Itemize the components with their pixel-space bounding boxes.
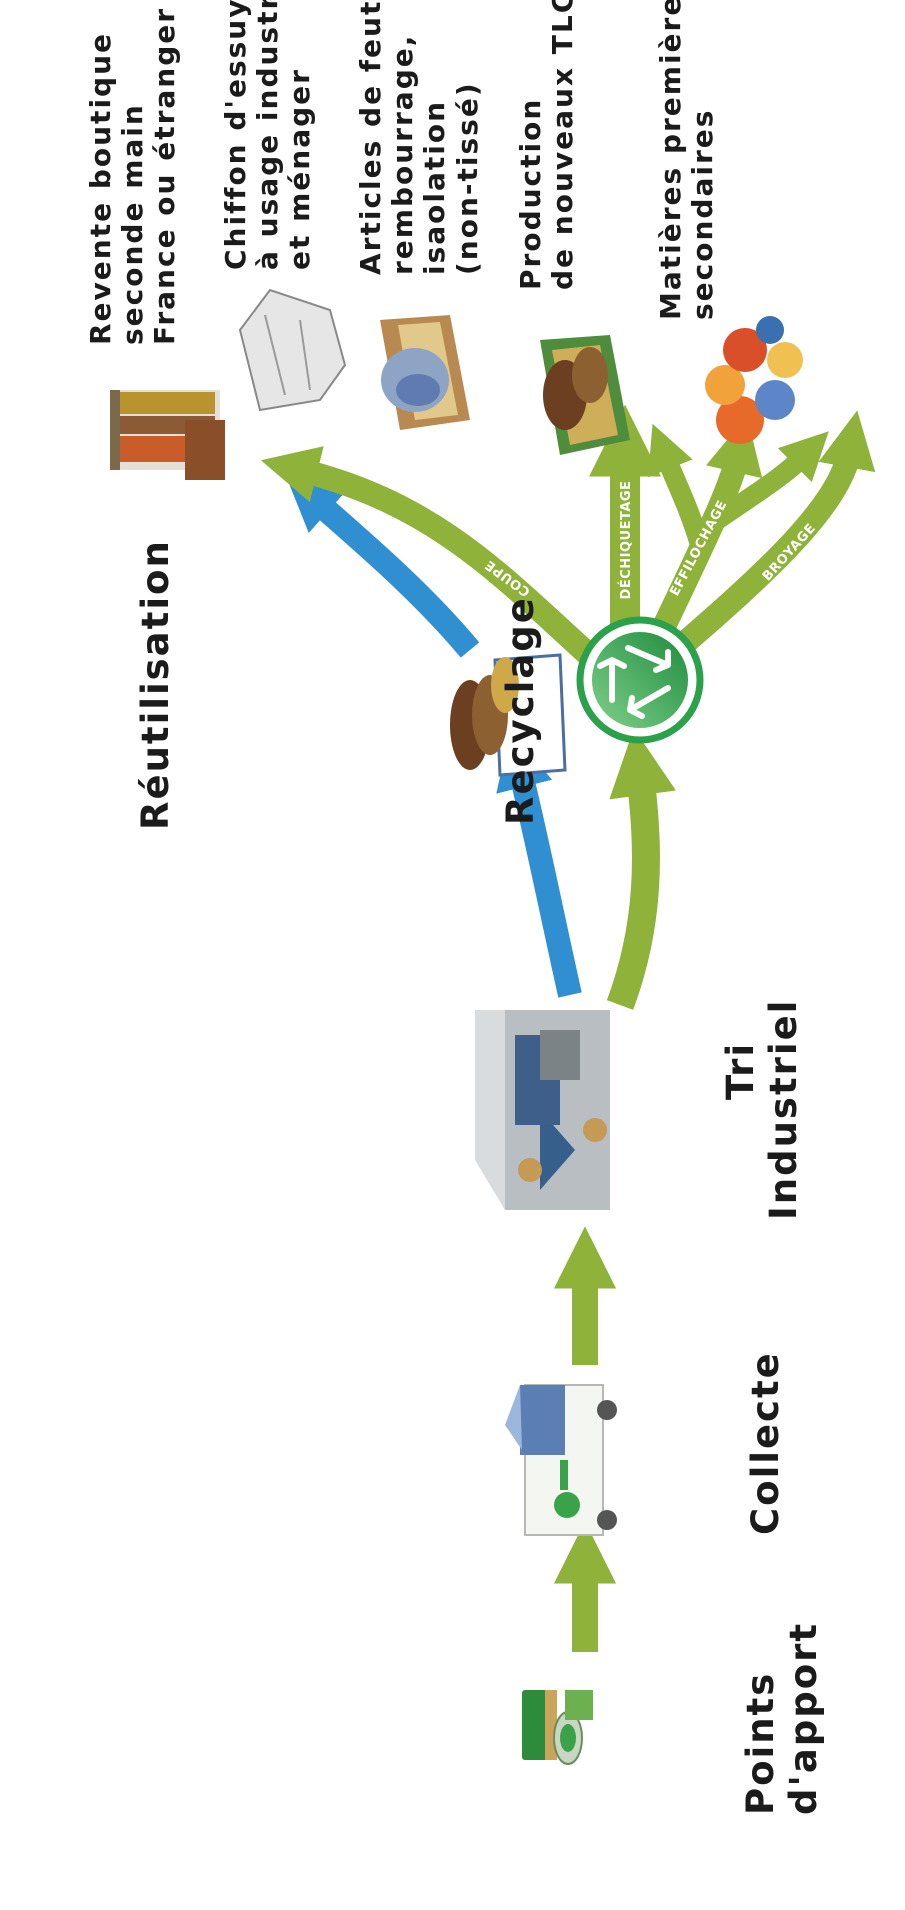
arrow-reutilisation-to-revente xyxy=(284,473,480,658)
label-tri-line1: Tri xyxy=(719,1041,762,1100)
label-reutilisation: Réutilisation xyxy=(134,539,178,830)
label-articles-line1: Articles de feutre, xyxy=(354,0,387,275)
label-points-apport-line2: d'apport xyxy=(781,1621,825,1815)
label-chiffon-line3: et ménager xyxy=(283,68,317,270)
label-production-line2: de nouveaux TLC xyxy=(546,0,580,290)
label-recyclage: Recyclage xyxy=(499,596,543,825)
fibers-icon xyxy=(705,316,803,444)
label-revente-line1: Revente boutique xyxy=(84,31,117,345)
label-articles-line4: (non-tissé) xyxy=(450,81,484,275)
clothes-bundle-icon xyxy=(450,653,567,777)
label-points-apport: Points d'apport xyxy=(739,1621,825,1815)
label-production: Production de nouveaux TLC xyxy=(514,0,580,290)
label-matieres-line1: Matières premières xyxy=(654,0,687,320)
label-recyclage-text: Recyclage xyxy=(499,596,542,825)
sorting-machine-icon xyxy=(475,1010,610,1210)
label-chiffon: Chiffon d'essuyage à usage industriel et… xyxy=(219,0,317,270)
label-articles-line3: isaolation xyxy=(418,99,452,275)
label-articles: Articles de feutre, rembourrage, isaolat… xyxy=(354,0,484,275)
branch-broyage xyxy=(657,410,876,670)
label-collecte-text: Collecte xyxy=(744,1351,787,1535)
arrow-tri-to-reutilisation xyxy=(496,730,582,998)
label-revente: Revente boutique seconde main France ou … xyxy=(84,6,182,345)
textile-stack-icon xyxy=(540,335,630,455)
label-collecte: Collecte xyxy=(744,1351,788,1535)
truck-icon xyxy=(505,1384,617,1536)
recycle-icon xyxy=(576,616,704,744)
label-production-line1: Production xyxy=(514,97,547,290)
label-matieres: Matières premières secondaires xyxy=(654,0,720,320)
rag-icon xyxy=(238,288,347,412)
branch-effilochage xyxy=(648,415,829,641)
felt-roll-icon xyxy=(380,315,470,430)
branch-coupe xyxy=(260,446,609,674)
label-matieres-line2: secondaires xyxy=(686,108,720,320)
clothes-rack-icon xyxy=(110,390,225,480)
arrow-tri-to-recyclage xyxy=(606,728,676,1010)
label-chiffon-line1: Chiffon d'essuyage xyxy=(219,0,252,270)
label-revente-line2: seconde main xyxy=(116,103,150,345)
label-tri-industriel: Tri Industriel xyxy=(719,998,805,1220)
container-icon xyxy=(522,1690,593,1765)
label-points-apport-line1: Points xyxy=(739,1671,782,1815)
label-articles-line2: rembourrage, xyxy=(386,33,420,275)
label-reutilisation-text: Réutilisation xyxy=(134,539,177,830)
label-chiffon-line2: à usage industriel xyxy=(251,0,285,270)
label-revente-line3: France ou étranger xyxy=(148,6,182,345)
path-label-dechiquetage: DÉCHIQUETAGE xyxy=(618,481,634,600)
label-tri-line2: Industriel xyxy=(761,998,805,1220)
